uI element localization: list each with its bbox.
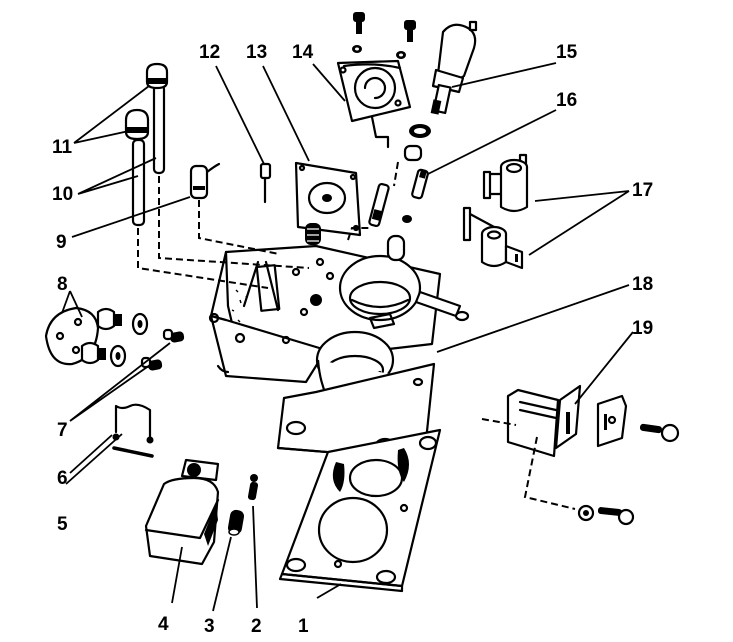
callout-8: 8 bbox=[57, 274, 68, 295]
part-jet-tube-front bbox=[124, 108, 150, 227]
callout-15: 15 bbox=[556, 42, 578, 63]
part-17-bracket-lower bbox=[462, 206, 524, 270]
leader-16 bbox=[427, 109, 557, 175]
leader-9 bbox=[71, 196, 191, 238]
part-15-solenoid-valve bbox=[430, 20, 478, 115]
part-6-clip bbox=[112, 403, 154, 444]
part-16-needle-valve bbox=[402, 168, 429, 223]
part-14-screw-right bbox=[396, 20, 416, 59]
part-16-idle-jet bbox=[368, 182, 390, 228]
callout-9: 9 bbox=[56, 232, 67, 253]
part-19-bracket-plate bbox=[596, 394, 628, 448]
callout-17: 17 bbox=[632, 180, 653, 201]
callout-16: 16 bbox=[556, 90, 577, 111]
leader-3 bbox=[212, 536, 232, 612]
leader-12 bbox=[215, 65, 265, 165]
part-12-jet bbox=[259, 162, 272, 204]
callout-14: 14 bbox=[292, 42, 314, 63]
part-2-needle bbox=[247, 474, 259, 501]
part-15-sleeve bbox=[403, 144, 423, 162]
callout-10: 10 bbox=[52, 184, 73, 205]
part-18-carburetor-body bbox=[208, 234, 470, 462]
callout-13: 13 bbox=[246, 42, 267, 63]
leader-6 bbox=[69, 434, 113, 474]
leader-11 bbox=[73, 85, 150, 144]
leader-4 bbox=[171, 546, 183, 604]
leader-lines bbox=[61, 62, 634, 612]
callout-2: 2 bbox=[251, 616, 262, 637]
leader-1 bbox=[316, 583, 342, 599]
callout-labels: 1 2 3 4 5 6 7 8 9 10 11 12 13 14 15 16 1… bbox=[52, 42, 653, 637]
part-19-screw-lower bbox=[577, 504, 635, 526]
part-jet-tube-rear bbox=[145, 62, 169, 175]
part-3-needle-seat bbox=[227, 509, 245, 536]
leader-5 bbox=[65, 433, 123, 485]
leader-14 bbox=[312, 63, 346, 102]
callout-6: 6 bbox=[57, 468, 68, 489]
part-8-fuel-filter-assembly bbox=[44, 306, 149, 368]
callout-7: 7 bbox=[57, 420, 68, 441]
part-1-base-plate bbox=[278, 428, 442, 593]
part-15-washer-ring bbox=[409, 124, 431, 138]
leader-17 bbox=[528, 190, 630, 256]
part-17-bracket-upper bbox=[482, 153, 529, 213]
assembly-guide-lines bbox=[137, 161, 576, 510]
leader-13 bbox=[262, 65, 310, 162]
leader-7 bbox=[69, 342, 171, 422]
leader-8 bbox=[61, 290, 83, 318]
callout-1: 1 bbox=[298, 616, 309, 637]
part-4-float bbox=[144, 458, 220, 566]
leader-18 bbox=[436, 284, 630, 353]
part-9-valve bbox=[189, 162, 221, 200]
leader-15 bbox=[451, 62, 557, 88]
callout-19: 19 bbox=[632, 318, 653, 339]
callout-12: 12 bbox=[199, 42, 220, 63]
part-19-throttle-positioner bbox=[506, 384, 582, 458]
callout-5: 5 bbox=[57, 514, 68, 535]
part-7-plug-upper bbox=[162, 328, 185, 343]
callout-11: 11 bbox=[52, 137, 73, 158]
part-19-screw-right bbox=[639, 423, 680, 443]
callout-18: 18 bbox=[632, 274, 653, 295]
part-14-diaphragm-housing bbox=[336, 59, 412, 149]
leader-19 bbox=[574, 331, 634, 405]
part-5-pin bbox=[112, 446, 154, 458]
leader-10 bbox=[77, 157, 157, 195]
part-13-diaphragm-cover bbox=[294, 161, 362, 237]
callout-4: 4 bbox=[158, 614, 169, 635]
callout-3: 3 bbox=[204, 616, 215, 637]
part-13-spring bbox=[305, 223, 321, 245]
leader-2 bbox=[252, 505, 258, 609]
part-14-screw-left bbox=[352, 12, 365, 53]
